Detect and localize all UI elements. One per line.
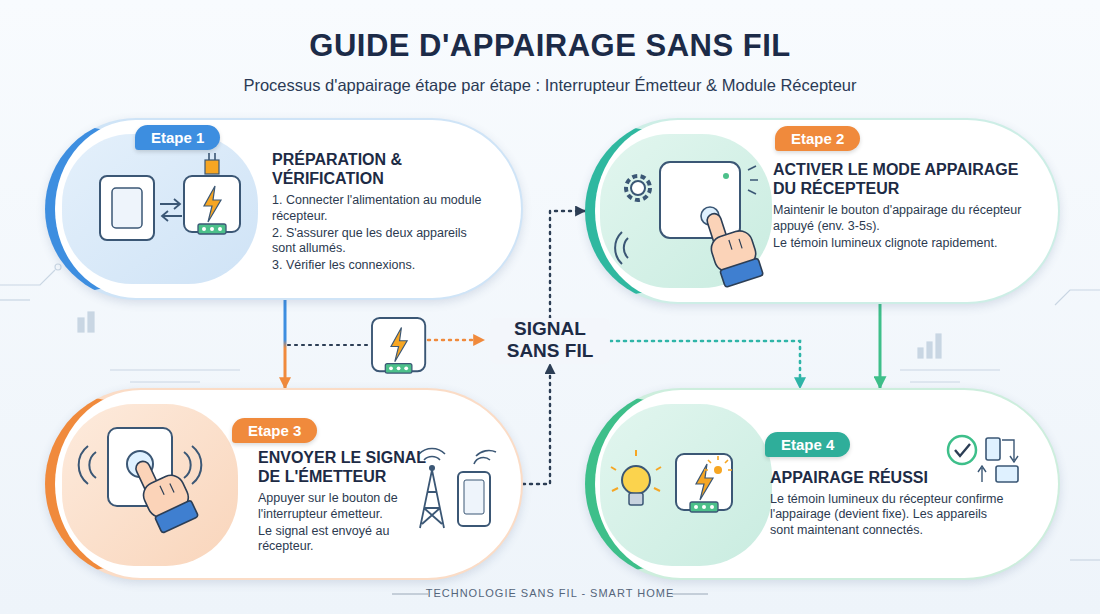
step-card: Etape 2 ACTIVER LE MODE APPAIRAGE DU RÉCE… xyxy=(585,118,1060,304)
signal-node: SIGNAL SANS FIL xyxy=(490,318,610,364)
flow-arrow xyxy=(284,300,287,388)
step-text: Maintenir le bouton d'appairage du récep… xyxy=(773,203,1023,234)
step-heading: ENVOYER LE SIGNAL DE L'ÉMETTEUR xyxy=(258,448,438,486)
flow-arrow xyxy=(879,304,882,388)
step-card: Etape 1 PRÉPARATION & VÉRIFICATION 1. Conn… xyxy=(45,118,523,300)
flow-arrow xyxy=(523,364,550,484)
text-block: PRÉPARATION & VÉRIFICATION 1. Connecter l… xyxy=(272,150,487,276)
step-text: Le témoin lumineux clignote rapidement. xyxy=(773,236,1023,251)
auxiliary-signal-lines xyxy=(288,340,484,345)
step-card: Etape 3 ENVOYER LE SIGNAL DE L'ÉMETTEUR Ap… xyxy=(45,388,523,580)
signal-label: SIGNAL SANS FIL xyxy=(490,318,610,362)
step3-illustration xyxy=(62,404,496,566)
center-module-icon xyxy=(372,318,425,373)
step-card: Etape 4 APPAIRAGE RÉUSSI Le témoin lumineu… xyxy=(585,388,1060,580)
text-block: SIGNAL SANS FIL xyxy=(490,318,610,362)
step4-illustration xyxy=(600,404,1018,566)
footer-caption: TECHNOLOGIE SANS FIL - SMART HOME xyxy=(0,587,1100,599)
diagram-title: GUIDE D'APPAIRAGE SANS FIL xyxy=(0,28,1100,64)
flow-arrow xyxy=(550,211,585,318)
step-badge: Etape 2 xyxy=(775,126,860,151)
step-badge: Etape 4 xyxy=(765,432,850,457)
step-text: 1. Connecter l'alimentation au module ré… xyxy=(272,193,487,224)
step-heading: APPAIRAGE RÉUSSI xyxy=(770,468,1005,487)
text-block: ACTIVER LE MODE APPAIRAGE DU RÉCEPTEUR Ma… xyxy=(773,160,1023,253)
subtitle-label: Processus d'appairage étape par étape : … xyxy=(0,76,1100,95)
step2-illustration xyxy=(600,134,772,288)
step-text: Le signal est envoyé au récepteur. xyxy=(258,524,438,555)
step-text: 2. S'assurer que les deux appareils sont… xyxy=(272,226,487,257)
step-badge: Etape 3 xyxy=(232,418,317,443)
step-badge: Etape 1 xyxy=(135,125,220,150)
step-heading: ACTIVER LE MODE APPAIRAGE DU RÉCEPTEUR xyxy=(773,160,1023,198)
step-text: Le témoin lumineux du récepteur confirme… xyxy=(770,492,1005,538)
step1-illustration xyxy=(62,134,258,284)
text-block: APPAIRAGE RÉUSSI Le témoin lumineux du ré… xyxy=(770,468,1005,540)
step-heading: PRÉPARATION & VÉRIFICATION xyxy=(272,150,487,188)
text-block: ENVOYER LE SIGNAL DE L'ÉMETTEUR Appuyer s… xyxy=(258,448,438,556)
step-text: Appuyer sur le bouton de l'interrupteur … xyxy=(258,491,438,522)
step-text: 3. Vérifier les connexions. xyxy=(272,258,487,273)
flow-arrow xyxy=(610,341,800,388)
